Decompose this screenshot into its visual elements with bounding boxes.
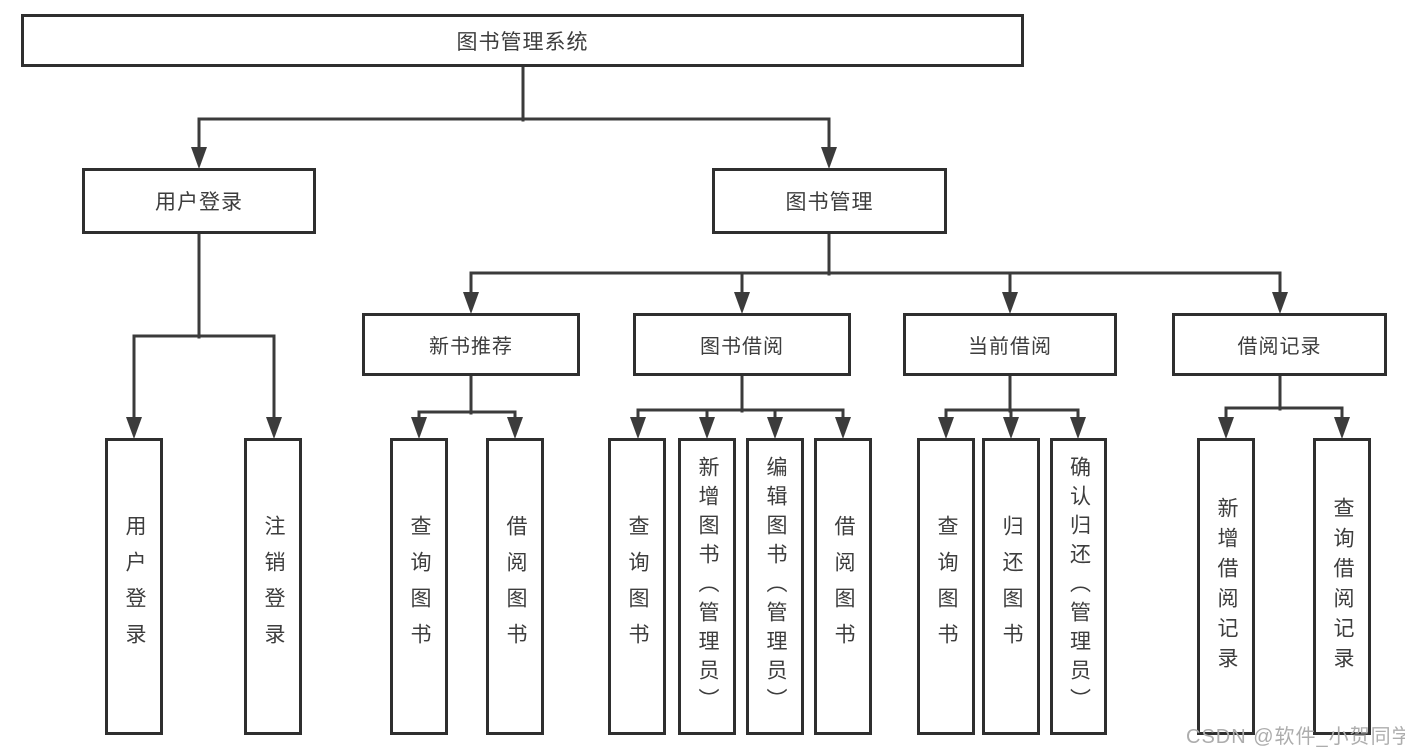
arrowhead — [734, 292, 750, 314]
arrowhead — [821, 147, 837, 169]
node-label: 图书管理系统 — [456, 30, 589, 54]
node-label: 图书管理 — [785, 191, 874, 214]
node-label: 图书借阅 — [700, 336, 784, 358]
node-label: 借阅记录 — [1237, 336, 1322, 358]
connector-paths — [132, 65, 1344, 422]
arrowhead — [1334, 417, 1350, 439]
arrowhead — [630, 417, 646, 439]
node-label: 当前借阅 — [968, 336, 1052, 358]
arrowhead — [1272, 292, 1288, 314]
node-book-borrow: 图书借阅 — [633, 313, 851, 376]
arrowhead — [507, 417, 523, 439]
arrowhead — [411, 417, 427, 439]
node-label: 查询图书 — [626, 514, 649, 659]
leaf-add-book-admin: 新增图书（管理员） — [678, 438, 736, 735]
leaf-user-login: 用户登录 — [105, 438, 163, 735]
arrowhead — [1003, 417, 1019, 439]
arrowhead — [938, 417, 954, 439]
node-user-login: 用户登录 — [82, 168, 316, 234]
node-label: 确认归还（管理员） — [1067, 456, 1091, 717]
node-library-management-system: 图书管理系统 — [21, 14, 1024, 67]
leaf-confirm-return-admin: 确认归还（管理员） — [1050, 438, 1107, 735]
arrowhead — [191, 147, 207, 169]
leaf-query-book-borrow: 查询图书 — [608, 438, 666, 735]
leaf-edit-book-admin: 编辑图书（管理员） — [746, 438, 804, 735]
node-label: 查询图书 — [408, 514, 431, 659]
leaf-add-borrow-record: 新增借阅记录 — [1197, 438, 1255, 735]
node-label: 归还图书 — [1000, 514, 1023, 659]
node-label: 新书推荐 — [429, 336, 513, 358]
node-book-management: 图书管理 — [712, 168, 947, 234]
node-label: 注销登录 — [262, 514, 285, 659]
arrowheads — [126, 147, 1350, 439]
arrowhead — [699, 417, 715, 439]
node-label: 查询图书 — [935, 514, 958, 659]
node-label: 查询借阅记录 — [1331, 496, 1354, 677]
node-label: 新增借阅记录 — [1215, 496, 1238, 677]
csdn-watermark: CSDN @软件_小贺同学 — [1186, 726, 1405, 747]
arrowhead — [266, 417, 282, 439]
leaf-borrow-book: 借阅图书 — [814, 438, 872, 735]
node-label: 用户登录 — [155, 191, 243, 214]
node-label: 借阅图书 — [504, 514, 527, 659]
node-label: 借阅图书 — [832, 514, 855, 659]
leaf-query-book-recommend: 查询图书 — [390, 438, 448, 735]
arrowhead — [767, 417, 783, 439]
arrowhead — [463, 292, 479, 314]
node-borrow-record: 借阅记录 — [1172, 313, 1387, 376]
leaf-query-book-current: 查询图书 — [917, 438, 975, 735]
leaf-logout-login: 注销登录 — [244, 438, 302, 735]
leaf-return-book: 归还图书 — [982, 438, 1040, 735]
arrowhead — [1070, 417, 1086, 439]
node-current-borrow: 当前借阅 — [903, 313, 1117, 376]
arrowhead — [1218, 417, 1234, 439]
node-label: 新增图书（管理员） — [696, 456, 719, 717]
node-label: 编辑图书（管理员） — [764, 456, 787, 717]
arrowhead — [835, 417, 851, 439]
node-new-book-recommend: 新书推荐 — [362, 313, 580, 376]
arrowhead — [1002, 292, 1018, 314]
node-label: 用户登录 — [123, 514, 146, 659]
leaf-query-borrow-record: 查询借阅记录 — [1313, 438, 1371, 735]
leaf-borrow-book-recommend: 借阅图书 — [486, 438, 544, 735]
arrowhead — [126, 417, 142, 439]
